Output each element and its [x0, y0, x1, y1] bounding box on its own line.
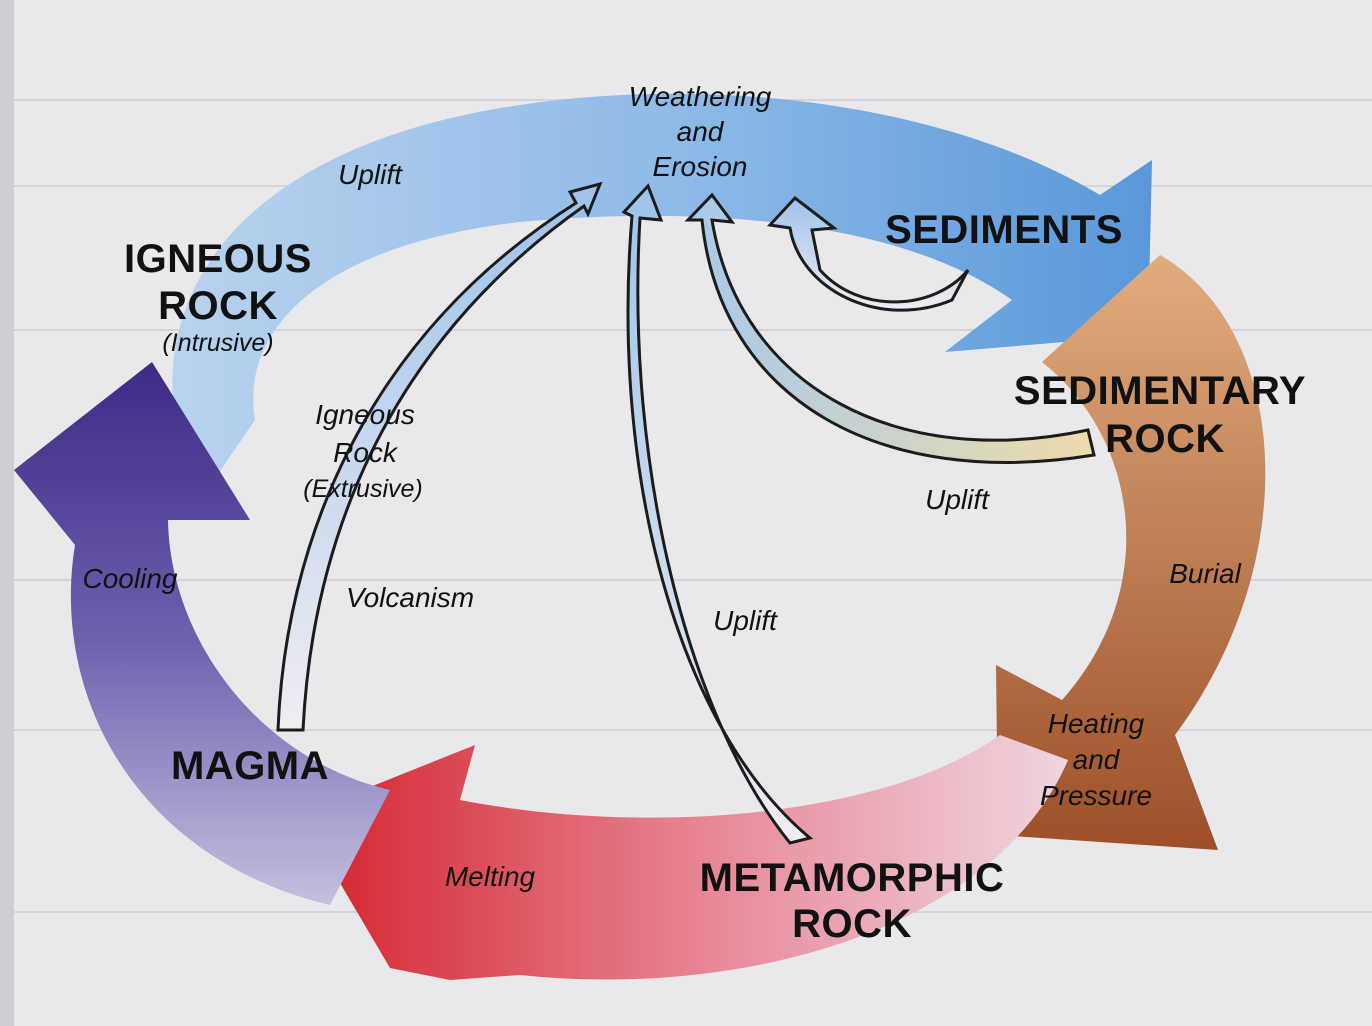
page-gutter — [0, 0, 14, 1026]
brown-cycle-arrow — [996, 255, 1266, 850]
melting-label: Melting — [444, 861, 536, 892]
volcanism-arrow — [276, 181, 603, 732]
weathering-label-line3: Erosion — [652, 151, 748, 182]
sedimentary-title-line2: ROCK — [1105, 417, 1225, 461]
sedimentary-title-line1: SEDIMENTARY — [1013, 369, 1307, 413]
igneous-extrusive-line1: Igneous — [315, 399, 415, 430]
cooling-label: Cooling — [82, 563, 178, 594]
burial-label: Burial — [1169, 558, 1241, 589]
uplift-label-top: Uplift — [338, 159, 402, 190]
heating-label-line3: Pressure — [1039, 780, 1153, 811]
igneous-intrusive-subtitle: (Intrusive) — [162, 329, 274, 357]
igneous-intrusive-title-line1: IGNEOUS — [124, 237, 312, 281]
sedimentary-uplift-arrow — [684, 192, 1096, 464]
uplift-label-right: Uplift — [925, 484, 989, 515]
blue-cycle-arrow — [172, 93, 1152, 500]
red-cycle-arrow — [300, 735, 1068, 980]
metamorphic-title-line1: METAMORPHIC — [699, 856, 1005, 900]
igneous-extrusive-subtitle: (Extrusive) — [303, 475, 423, 503]
sediments-title: SEDIMENTS — [885, 208, 1123, 252]
metamorphic-title-line2: ROCK — [792, 902, 912, 946]
weathering-label-line1: Weathering — [628, 81, 772, 112]
weathering-label-line2: and — [676, 116, 724, 147]
heating-label-line2: and — [1072, 744, 1120, 775]
purple-cycle-arrow — [14, 362, 390, 905]
metamorphic-uplift-arrow — [621, 183, 814, 845]
uplift-label-center: Uplift — [713, 605, 777, 636]
heating-label-line1: Heating — [1047, 708, 1145, 739]
volcanism-label: Volcanism — [345, 582, 475, 613]
igneous-extrusive-line2: Rock — [333, 437, 397, 468]
magma-title: MAGMA — [170, 744, 330, 788]
igneous-intrusive-title-line2: ROCK — [158, 284, 278, 328]
sediments-uplift-arrow — [766, 195, 970, 312]
